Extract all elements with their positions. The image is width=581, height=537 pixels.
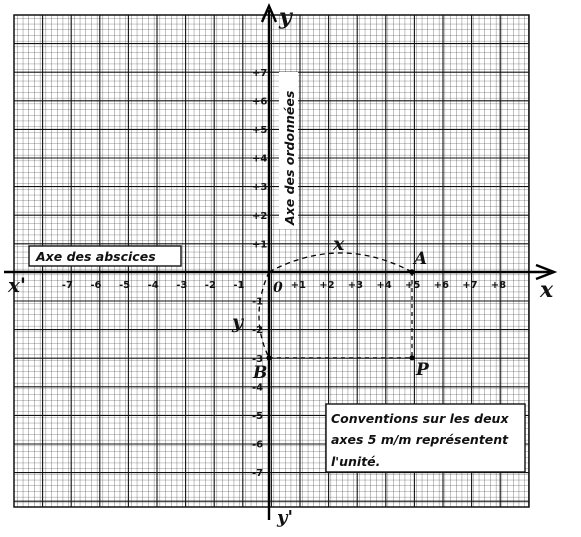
note-line-1: Conventions sur les deux xyxy=(331,411,509,426)
axis-name-y-prime: y' xyxy=(276,507,293,528)
point-a-label: A xyxy=(412,249,427,269)
x-tick-label: -3 xyxy=(176,280,187,291)
point-b-marker xyxy=(266,355,272,361)
y-tick-label: +3 xyxy=(252,182,267,193)
x-tick-label: +7 xyxy=(462,280,477,291)
x-tick-label: -5 xyxy=(119,280,130,291)
origin-label: 0 xyxy=(273,280,283,296)
note-line-2: axes 5 m/m représentent xyxy=(331,432,509,447)
y-tick-label: +2 xyxy=(252,211,267,222)
x-tick-label: +5 xyxy=(405,280,420,291)
points: A B P xyxy=(252,249,430,383)
y-arrow-icon xyxy=(260,3,278,23)
arc-label-x: x xyxy=(332,233,345,255)
x-tick-label: +1 xyxy=(291,280,306,291)
x-tick-label: -4 xyxy=(148,280,159,291)
y-tick-label: +6 xyxy=(252,96,267,107)
y-tick-label: +4 xyxy=(252,154,267,165)
y-axis-label-box xyxy=(279,72,298,229)
x-tick-label: -6 xyxy=(90,280,101,291)
arc-to-B xyxy=(258,271,270,359)
y-tick-label: -4 xyxy=(252,382,263,393)
y-tick-label: +7 xyxy=(252,68,267,79)
point-p-marker xyxy=(409,355,415,361)
y-tick-label: -5 xyxy=(252,411,263,422)
point-a-marker xyxy=(409,269,415,275)
point-p-label: P xyxy=(415,360,430,380)
x-axis xyxy=(4,263,558,281)
y-tick-label: -7 xyxy=(252,468,263,479)
x-tick-label: -7 xyxy=(62,280,73,291)
major-grid xyxy=(14,15,530,507)
y-tick-label: +5 xyxy=(252,125,267,136)
construction-lines xyxy=(258,252,413,359)
y-tick-label: -3 xyxy=(252,354,263,365)
y-axis xyxy=(260,3,278,520)
conventions-box xyxy=(325,403,526,473)
x-tick-label: -2 xyxy=(205,280,216,291)
x-tick-label: +3 xyxy=(348,280,363,291)
axis-name-x: x xyxy=(539,277,554,303)
x-tick-label: +2 xyxy=(319,280,334,291)
y-tick-label: +1 xyxy=(252,239,267,250)
x-arrow-icon xyxy=(535,263,558,281)
y-tick-labels: +7 +6 +5 +4 +3 +2 +1 -1 -2 -3 -4 -5 -6 -7 xyxy=(252,68,267,479)
arc-to-A xyxy=(268,252,413,273)
y-axis-label: Axe des ordonnées xyxy=(282,91,297,226)
y-tick-label: -6 xyxy=(252,440,263,451)
note-line-3: l'unité. xyxy=(331,454,380,469)
axis-name-x-prime: x' xyxy=(7,273,26,297)
x-tick-labels: -7 -6 -5 -4 -3 -2 -1 +1 +2 +3 +4 +5 +6 +7 +8 xyxy=(62,280,506,291)
x-tick-label: +8 xyxy=(491,280,506,291)
x-tick-label: +6 xyxy=(434,280,449,291)
x-tick-label: +4 xyxy=(376,280,391,291)
x-tick-label: -1 xyxy=(233,280,244,291)
arc-label-y: y xyxy=(231,311,245,333)
point-b-label: B xyxy=(252,363,267,383)
y-tick-label: -1 xyxy=(252,297,263,308)
x-axis-label-box xyxy=(28,245,182,267)
axis-name-y: y xyxy=(278,4,294,30)
x-axis-label: Axe des abscices xyxy=(35,249,156,264)
y-tick-label: -2 xyxy=(252,325,263,336)
